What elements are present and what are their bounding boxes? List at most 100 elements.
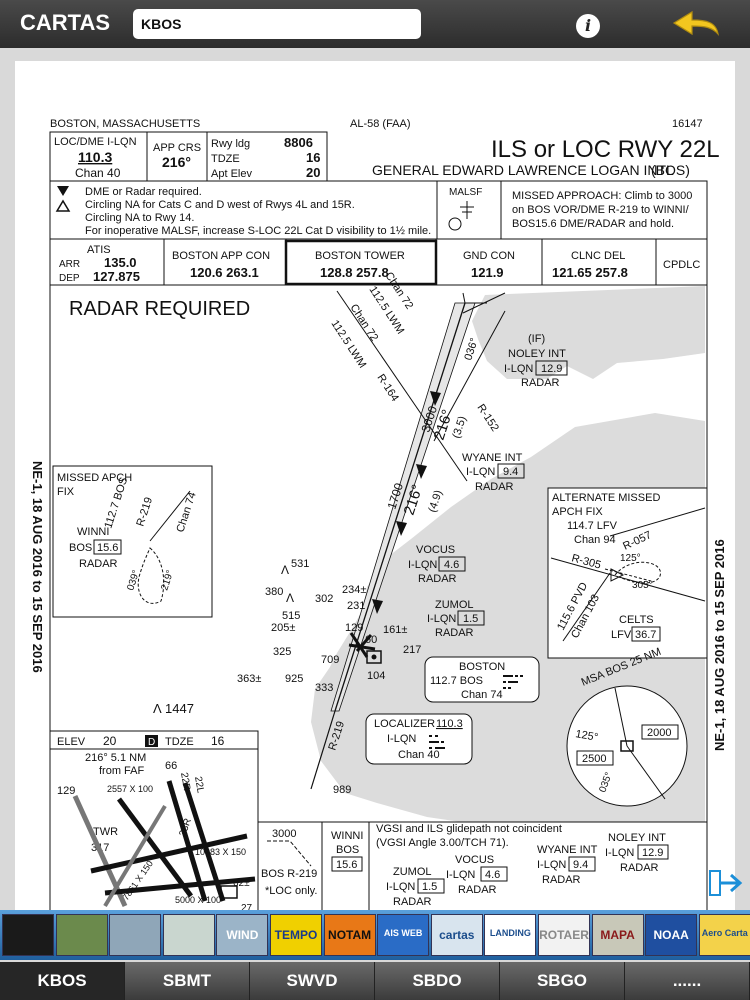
profile-zumol-radar: RADAR	[393, 896, 432, 908]
inset-title: FIX	[57, 486, 75, 498]
alt-radial-line	[550, 557, 706, 602]
vocus-radar: RADAR	[418, 573, 457, 585]
profile-wyane-ident: I-LQN	[537, 859, 566, 871]
aero-carta-shortcut[interactable]: Aero Carta	[698, 914, 750, 956]
localizer-name: LOCALIZER	[374, 718, 435, 730]
alt-course-label: 305°	[632, 580, 653, 591]
celts-fix-icon	[610, 568, 625, 582]
rwy-ldg-value: 8806	[284, 135, 313, 150]
obstacle-elevation: 129	[345, 622, 363, 634]
aisweb-shortcut[interactable]: AIS WEB	[377, 914, 430, 956]
profile-zumol-dme: 1.5	[422, 881, 437, 893]
shortcut-label: MAPA	[600, 928, 635, 942]
zumol-ident: I-LQN	[427, 613, 456, 625]
bos-vor-freq: 112.7 BOS	[430, 675, 483, 687]
airport-tab-5[interactable]: SBGO	[500, 962, 625, 1000]
segment-distance-label: (4.9)	[426, 489, 444, 514]
wyane-name: WYANE INT	[462, 452, 523, 464]
profile-winni-name: WINNI	[331, 830, 363, 842]
runway-dimension: 2557 X 100	[107, 784, 153, 794]
obstacle-elevation: 231	[347, 600, 365, 612]
profile-missed-path	[267, 840, 312, 867]
winni-bos: BOS	[69, 542, 92, 554]
atis-dep-label: DEP	[59, 273, 80, 284]
loc-frequency: 110.3	[78, 149, 112, 165]
noaa-shortcut[interactable]: NOAA	[645, 914, 698, 956]
next-page-arrow-icon[interactable]	[709, 870, 745, 896]
atis-label: ATIS	[87, 244, 111, 256]
runway-layout	[72, 780, 256, 908]
missed-approach-line: on BOS VOR/DME R-219 to WINNI/	[512, 204, 690, 216]
lfv-freq: 114.7 LFV	[567, 520, 618, 532]
tower-frequency-box	[284, 239, 438, 286]
r152-label: R-152	[474, 402, 500, 434]
noley-dme: 12.9	[541, 363, 562, 375]
alt-radial-line	[609, 507, 706, 537]
app-crs-value: 216°	[162, 154, 191, 170]
alt-holding-line	[604, 568, 652, 582]
cartas-shortcut[interactable]: cartas	[430, 914, 483, 956]
inbound-course-label: 036°	[462, 337, 480, 362]
vocus-dme-box	[438, 556, 466, 572]
chart-validity-right: NE-1, 18 AUG 2016 to 15 SEP 2016	[712, 539, 727, 751]
atis-arr-label: ARR	[59, 259, 80, 270]
profile-winni-dme-box	[331, 856, 363, 872]
obstacle-elevation: 925	[285, 673, 303, 685]
localizer-box	[365, 713, 473, 765]
noley-radar: RADAR	[521, 377, 560, 389]
profile-vocus-dme: 4.6	[485, 869, 500, 881]
airport-tab-1[interactable]: KBOS	[0, 962, 125, 1000]
weather-map-shortcut[interactable]	[162, 914, 215, 956]
obstacle-elevation: 60	[365, 634, 377, 646]
approach-chart-sheet[interactable]: BOSTON, MASSACHUSETTS AL-58 (FAA) 16147 …	[15, 61, 735, 911]
airport-tab-4[interactable]: SBDO	[375, 962, 500, 1000]
faf-distance: 216° 5.1 NM	[85, 752, 146, 764]
wind-shortcut[interactable]: WIND	[216, 914, 269, 956]
notam-shortcut[interactable]: NOTAM	[323, 914, 376, 956]
winni-name: WINNI	[77, 526, 109, 538]
airport-tab-3[interactable]: SWVD	[250, 962, 375, 1000]
tempo-shortcut[interactable]: TEMPO	[270, 914, 322, 956]
rotaer-shortcut[interactable]: ROTAER	[538, 914, 590, 956]
bos-vor-chan: Chan 74	[461, 689, 503, 701]
note-line: For inoperative MALSF, increase S-LOC 22…	[85, 225, 431, 237]
profile-loc-only: *LOC only.	[265, 885, 317, 897]
airport-tab-6[interactable]: ......	[625, 962, 750, 1000]
profile-vocus-radar: RADAR	[458, 884, 497, 896]
back-arrow-icon[interactable]	[668, 8, 724, 40]
mapa-shortcut[interactable]: MAPA	[591, 914, 644, 956]
msa-alt-box	[576, 750, 614, 766]
shortcut-label: AIS WEB	[383, 928, 423, 938]
zumol-dme: 1.5	[463, 613, 478, 625]
tdze-value: 16	[306, 150, 320, 165]
missed-approach-line: BOS15.6 DME/RADAR and hold.	[512, 218, 674, 230]
runway-dimension: 10083 X 150	[195, 847, 246, 857]
tower-label: BOSTON TOWER	[315, 250, 405, 262]
celts-lfv: LFV	[611, 629, 632, 641]
clearance-delivery-freq: 121.65 257.8	[552, 265, 628, 280]
profile-vocus-name: VOCUS	[455, 854, 494, 866]
dme-d-badge	[145, 735, 158, 747]
radar-required-label: RADAR REQUIRED	[69, 298, 250, 320]
profile-zumol-ident: I-LQN	[386, 881, 415, 893]
tower-label: TWR	[93, 826, 118, 838]
alt-inset-title: ALTERNATE MISSED	[552, 492, 660, 504]
loc-dme-label: LOC/DME I-LQN	[54, 136, 137, 148]
noley-dme-box	[535, 360, 568, 376]
airport-tab-2[interactable]: SBMT	[125, 962, 250, 1000]
localizer-morse-icon	[429, 735, 445, 749]
ground-control-label: GND CON	[463, 250, 515, 262]
runway-dimension: 5000 X 100	[175, 895, 221, 905]
camera-shortcut[interactable]	[2, 914, 54, 956]
airport-search-input[interactable]	[133, 9, 421, 39]
landing-shortcut[interactable]: LANDING	[484, 914, 537, 956]
obstacle-elevation: 380	[265, 586, 283, 598]
inset-title: MISSED APCH	[57, 472, 132, 484]
map-shortcut[interactable]	[109, 914, 162, 956]
satellite-shortcut[interactable]	[55, 914, 108, 956]
chart-cycle: 16147	[672, 118, 703, 130]
wyane-ident: I-LQN	[466, 466, 495, 478]
info-button[interactable]: i	[576, 14, 600, 38]
profile-noley-dme-box	[637, 844, 669, 860]
